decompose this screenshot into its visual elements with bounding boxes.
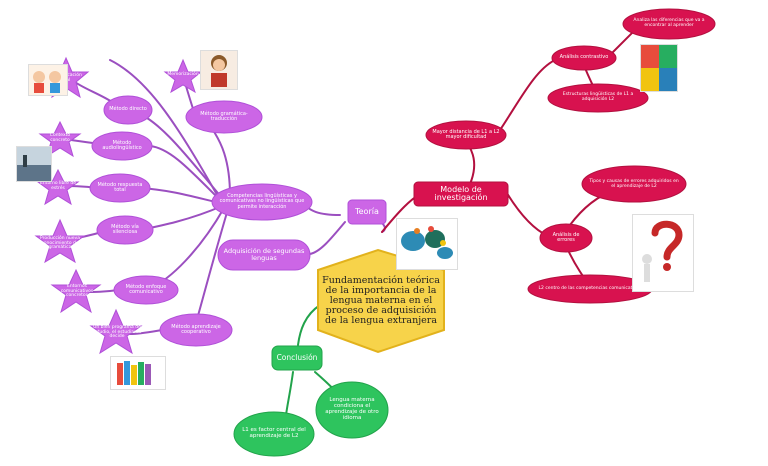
gramatica-node-shape — [185, 100, 263, 134]
enfoque-node-shape — [113, 275, 179, 305]
adquisicion-node-shape — [217, 239, 311, 271]
memorizacion-star-shape — [163, 58, 203, 94]
lake-landscape-image — [16, 146, 52, 182]
respuesta-node-shape — [89, 173, 151, 203]
line-comp-respuesta — [139, 187, 221, 204]
directo-node-shape — [103, 95, 153, 125]
conclusion-node-shape — [271, 345, 323, 371]
diferencias-node-shape — [622, 8, 716, 40]
estructuras-node-shape — [547, 83, 649, 113]
books-image — [110, 356, 166, 390]
cartoon-family-image — [28, 64, 68, 96]
silencio-node-shape — [96, 215, 154, 245]
entorno-star-shape — [36, 168, 80, 206]
line-mayor-contrastivo — [499, 59, 556, 131]
tipos-node-shape — [581, 165, 687, 203]
audiolingue-node-shape — [91, 131, 153, 161]
lengua-node-shape — [315, 381, 389, 439]
entornos-star-shape — [50, 268, 102, 314]
competencias-node-shape — [211, 183, 313, 221]
world-map-image — [396, 218, 458, 270]
central-topic-shape — [317, 248, 445, 354]
teoria-node-shape — [347, 199, 387, 225]
cooperativo-node-shape — [159, 313, 233, 347]
line-comp-gramatica — [211, 127, 231, 197]
question-mark-image — [632, 214, 694, 292]
line-comp-enfoque — [149, 207, 225, 289]
line-competencias-wire1 — [109, 59, 221, 201]
modelo-node-shape — [413, 181, 509, 207]
errores-node-shape — [539, 223, 593, 253]
line-center-conclusion — [297, 304, 321, 346]
programa-star-shape — [89, 308, 143, 355]
mayor-node-shape — [425, 120, 507, 150]
woman-illustration-image — [200, 50, 238, 90]
line-modelo-errores — [504, 189, 549, 237]
line-comp-audiolingue — [149, 145, 221, 201]
line-coop-programa — [129, 329, 163, 335]
line-teoria-adquisicion — [309, 221, 346, 255]
colorful-faces-image — [640, 44, 678, 92]
factor-node-shape — [233, 411, 315, 457]
contrastivo-node-shape — [551, 45, 617, 71]
produccion-star-shape — [34, 218, 86, 264]
